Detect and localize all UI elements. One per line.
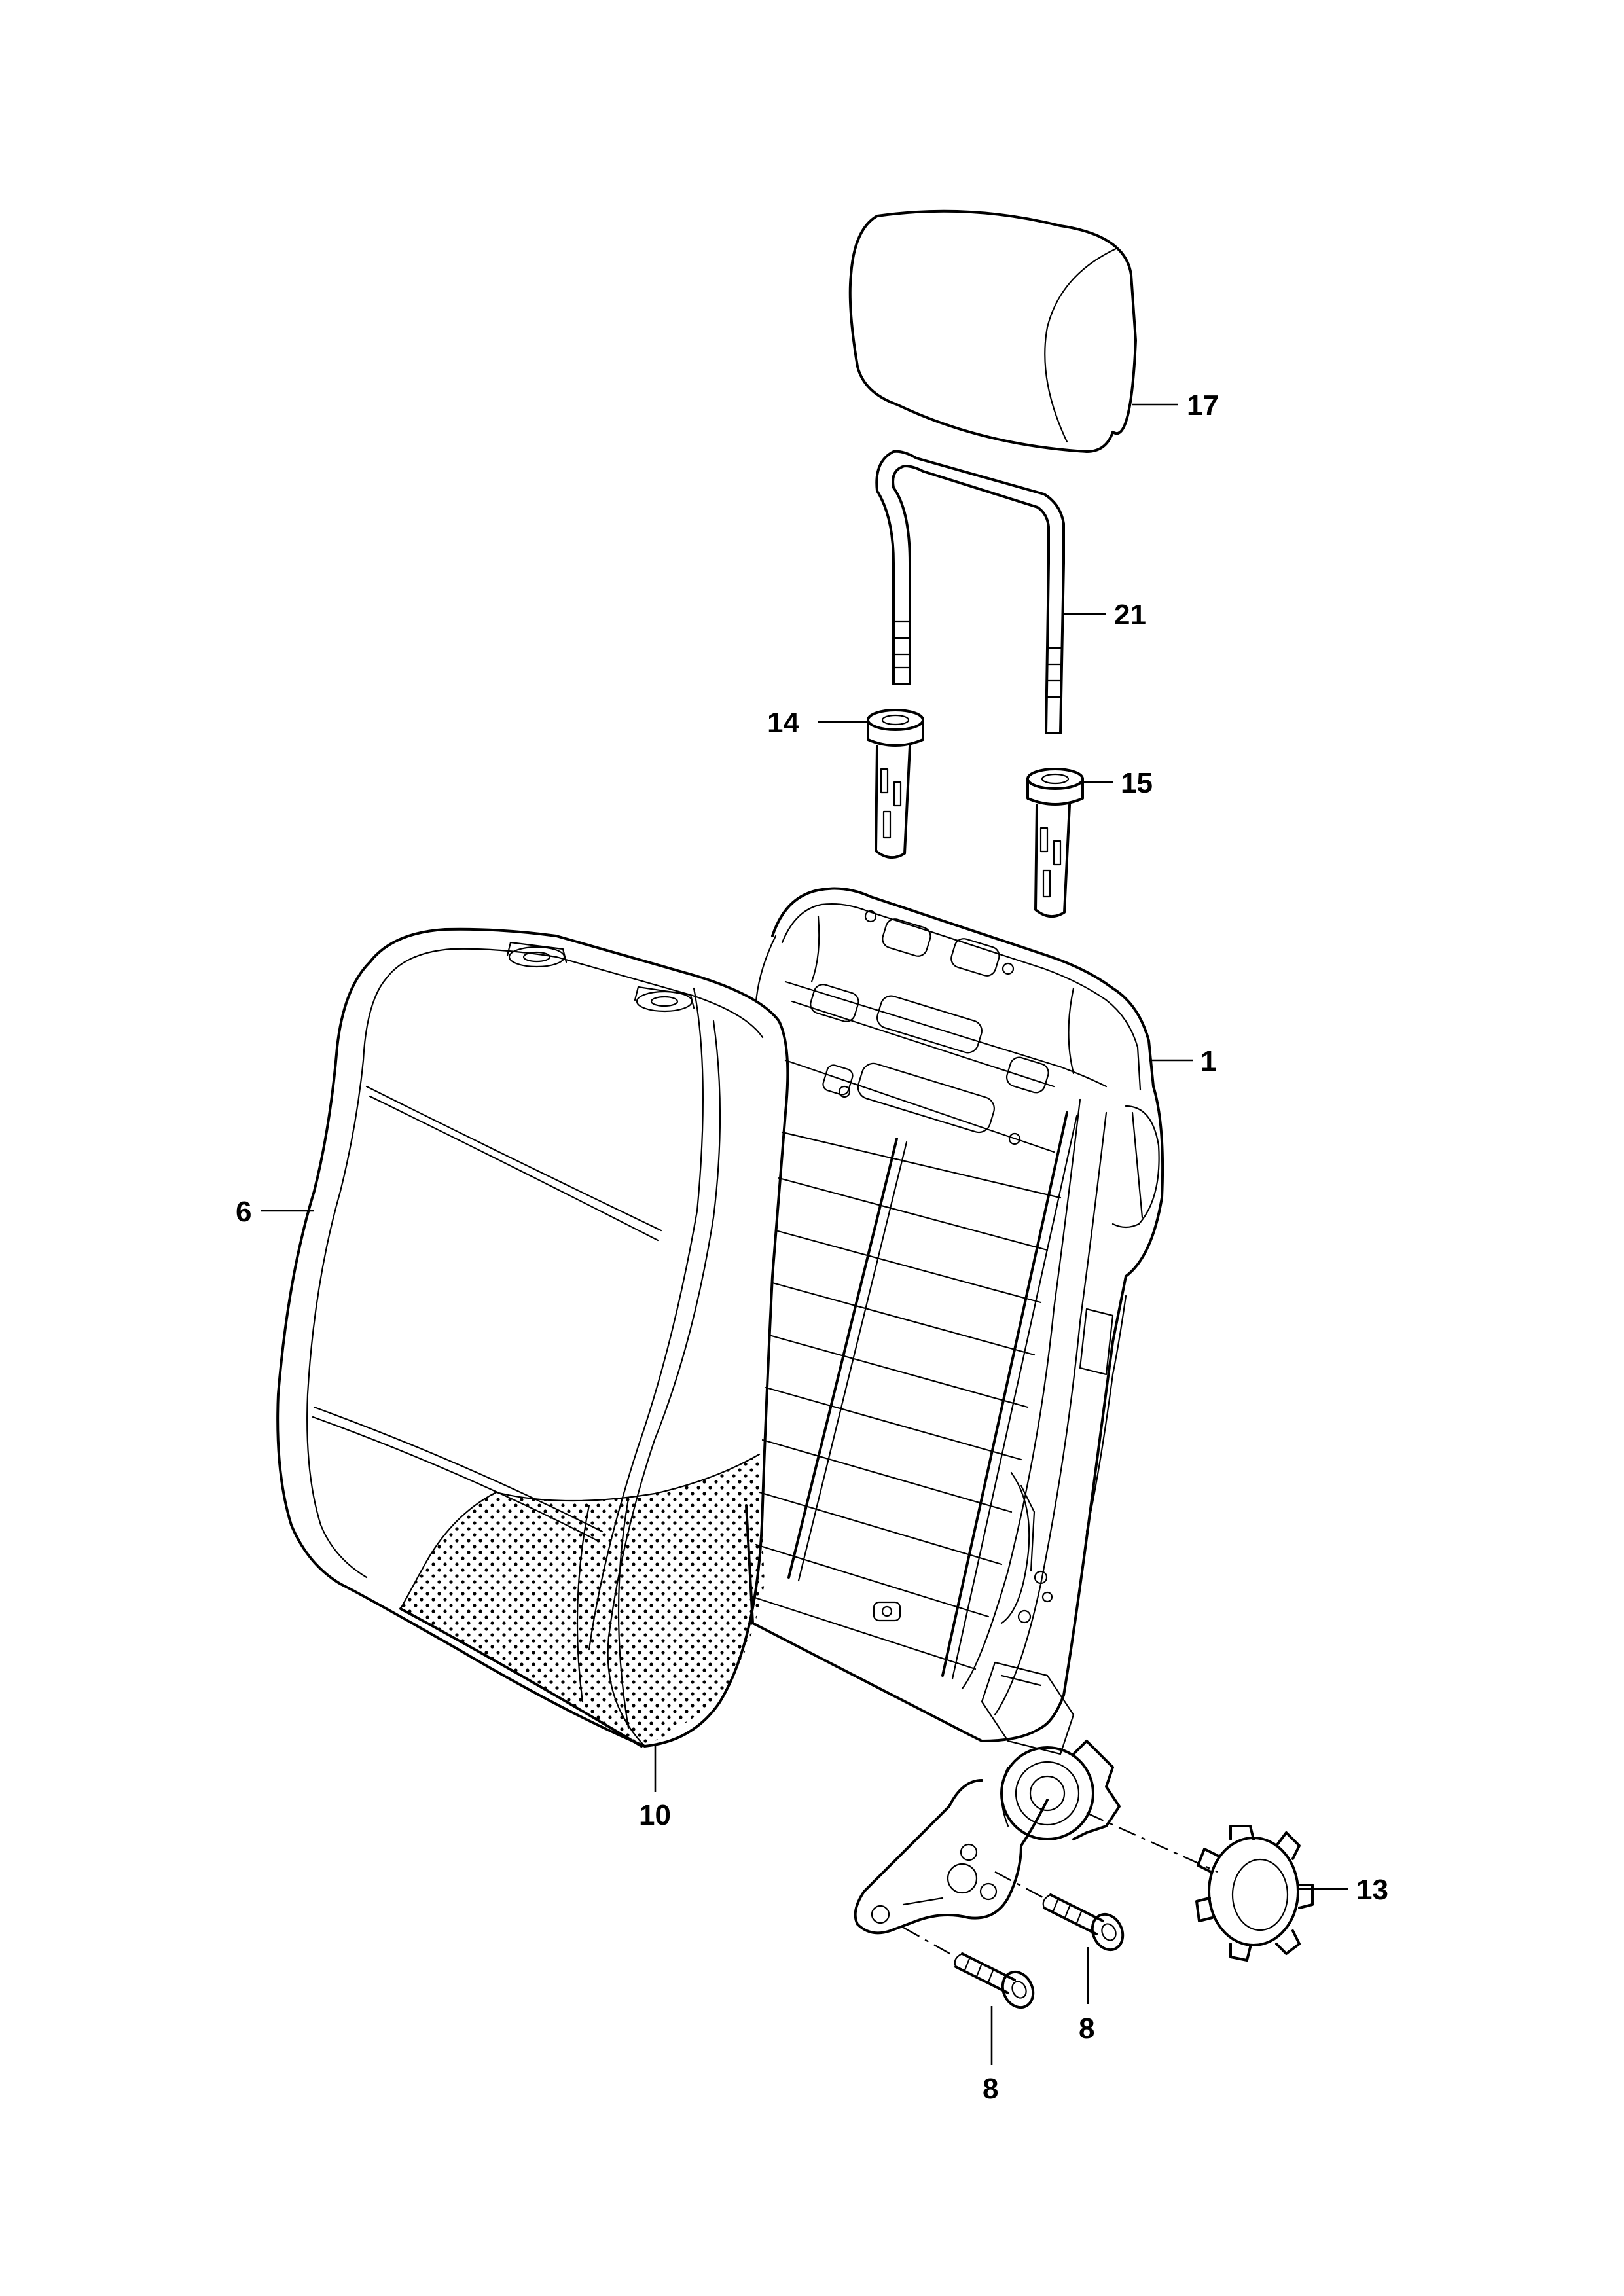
callout-1: 1 xyxy=(1200,1045,1217,1077)
knob-axis-line xyxy=(1086,1812,1218,1873)
recliner-mechanism xyxy=(1000,1740,1121,1840)
backrest-foam-padding xyxy=(399,1453,765,1748)
callout-14: 14 xyxy=(767,707,799,739)
callout-13: 13 xyxy=(1356,1874,1388,1906)
guide-sleeve-left xyxy=(867,709,924,859)
bolt-right xyxy=(1042,1893,1125,1952)
callout-8-right: 8 xyxy=(1079,2013,1095,2045)
bolt-axis-right xyxy=(994,1871,1045,1899)
callout-6: 6 xyxy=(236,1196,252,1228)
adjustment-knob xyxy=(1195,1825,1314,1962)
callout-10: 10 xyxy=(639,1799,671,1831)
callout-17: 17 xyxy=(1187,389,1219,422)
bolt-axis-left xyxy=(903,1926,956,1958)
guide-sleeve-right xyxy=(1026,768,1084,918)
headrest-frame xyxy=(875,450,1065,734)
callout-8-left: 8 xyxy=(983,2073,999,2105)
callout-15: 15 xyxy=(1121,767,1153,799)
callout-21: 21 xyxy=(1114,599,1146,631)
backrest-frame xyxy=(745,887,1164,1755)
headrest-cushion xyxy=(848,209,1137,453)
leader-lines xyxy=(261,403,1348,2065)
bolt-left xyxy=(954,1952,1035,2009)
recliner-bracket xyxy=(854,1779,1049,1935)
